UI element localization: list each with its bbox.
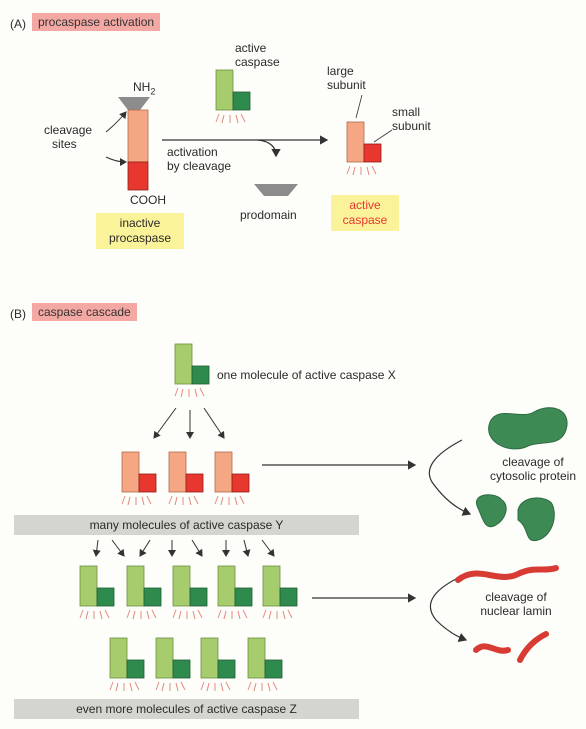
cleavage-sites-label: cleavage sites	[44, 123, 93, 151]
small-subunit-label: small subunit	[392, 105, 431, 133]
nh2-label: NH2	[133, 80, 156, 97]
caspase-z-6	[109, 637, 145, 692]
procaspase-small-subunit	[127, 161, 149, 191]
caspase-y-band: many molecules of active caspase Y	[14, 515, 359, 535]
panel-b-letter: (B)	[10, 307, 26, 321]
caspase-z-5	[262, 565, 298, 620]
cytosolic-protein-label: cleavage of cytosolic protein	[489, 455, 577, 483]
active-caspase-top-label: active caspase	[235, 41, 280, 69]
caspase-z-8	[200, 637, 236, 692]
caspase-z-9	[247, 637, 283, 692]
caspase-z-4	[217, 565, 253, 620]
caspase-x	[174, 343, 210, 398]
prodomain-label: prodomain	[240, 208, 297, 222]
panel-a-title: procaspase activation	[32, 13, 161, 31]
caspase-x-label: one molecule of active caspase X	[217, 368, 396, 382]
cytosolic-protein-whole	[488, 407, 568, 450]
nuclear-lamin-label: cleavage of nuclear lamin	[480, 590, 552, 618]
cytosolic-fragment-1	[476, 494, 507, 528]
nuclear-lamin-whole	[455, 565, 559, 583]
caspase-z-3	[172, 565, 208, 620]
nuclear-lamin-fragment-1	[473, 643, 511, 654]
active-caspase-product	[346, 121, 382, 176]
large-subunit-label: large subunit	[327, 64, 366, 92]
active-caspase-catalyst	[215, 69, 251, 124]
caspase-y-1	[121, 451, 157, 506]
caspase-z-2	[126, 565, 162, 620]
caspase-z-7	[155, 637, 191, 692]
panel-b-title: caspase cascade	[32, 303, 137, 321]
cooh-label: COOH	[130, 193, 166, 207]
activation-label: activation by cleavage	[167, 145, 232, 173]
cytosolic-fragment-2	[517, 497, 555, 542]
caspase-z-band: even more molecules of active caspase Z	[14, 699, 359, 719]
active-caspase-box: active caspase	[331, 195, 399, 231]
inactive-procaspase-box: inactive procaspase	[96, 213, 184, 249]
procaspase-large-subunit	[127, 109, 149, 163]
nuclear-lamin-fragment-2	[517, 631, 549, 663]
released-prodomain	[254, 184, 298, 196]
caspase-y-2	[168, 451, 204, 506]
caspase-z-1	[79, 565, 115, 620]
panel-a-letter: (A)	[10, 17, 26, 31]
caspase-y-3	[214, 451, 250, 506]
prodomain-shape	[118, 97, 150, 110]
